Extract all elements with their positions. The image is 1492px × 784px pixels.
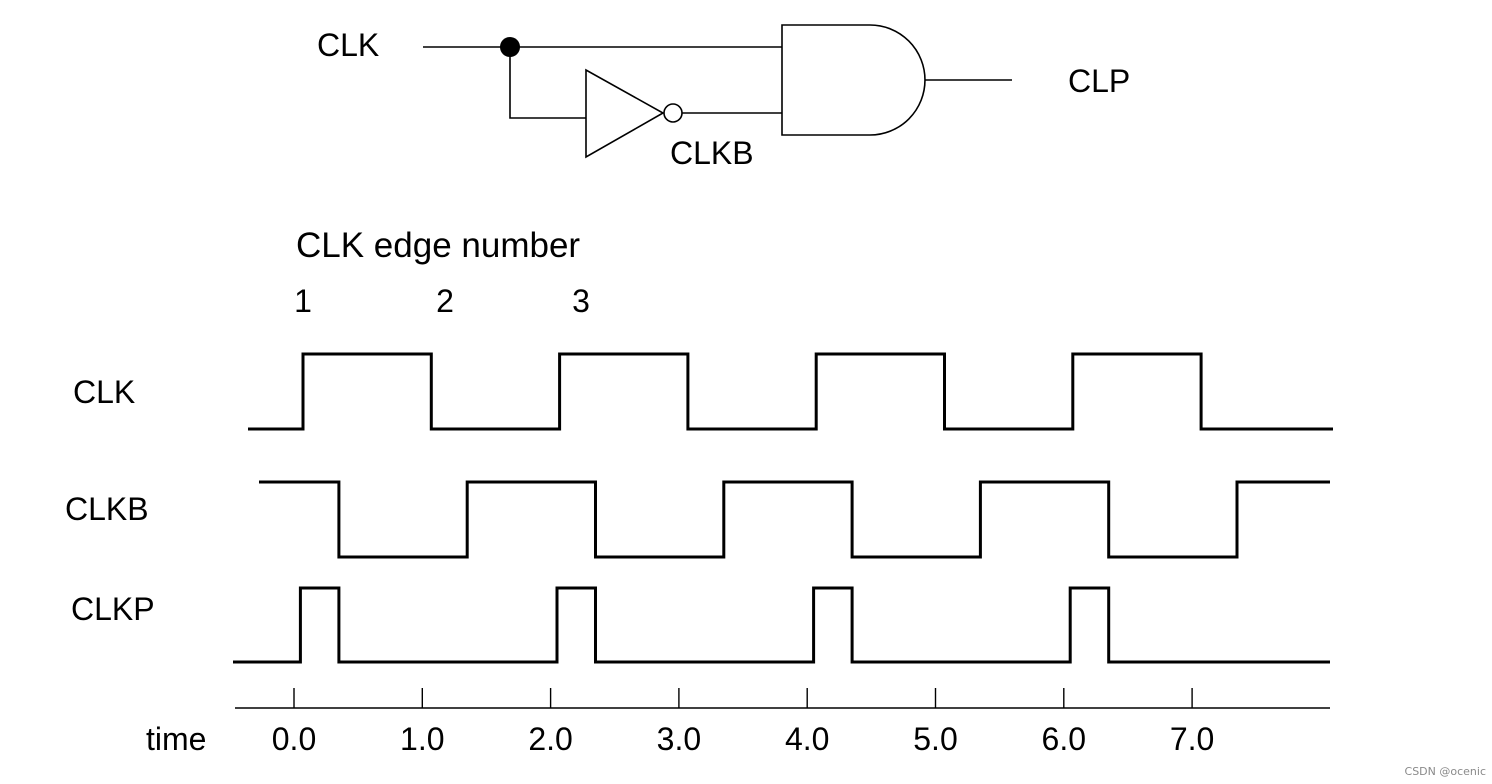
clkp-waveform [233,586,1330,664]
clkp-wave-label: CLKP [71,591,155,627]
edge-header: CLK edge number 1 2 3 [294,226,590,319]
clkb-wave-label: CLKB [65,491,149,527]
edge-number-2: 2 [436,283,454,319]
inverter-bubble [663,103,683,123]
inverter-gate [585,68,665,159]
time-tick-label: 7.0 [1170,721,1214,757]
clk-input-label: CLK [317,27,379,63]
time-tick-label: 6.0 [1042,721,1086,757]
clk-waveform [248,352,1333,431]
edge-number-title: CLK edge number [296,226,580,265]
output-label: CLP [1068,63,1130,99]
inverter-input-wire [509,47,586,119]
time-tick-label: 1.0 [400,721,444,757]
watermark: CSDN @ocenic [1405,765,1486,778]
time-axis: time 0.0 1.0 2.0 3.0 4.0 5.0 6.0 7.0 [146,688,1330,757]
edge-number-1: 1 [294,283,312,319]
time-tick-label: 2.0 [528,721,572,757]
time-tick-label: 3.0 [657,721,701,757]
time-tick-label: 5.0 [913,721,957,757]
waveforms: CLK CLKB CLKP [65,352,1333,664]
edge-number-3: 3 [572,283,590,319]
clk-wave-label: CLK [73,374,135,410]
time-axis-label: time [146,721,206,757]
clkb-circuit-label: CLKB [670,135,754,171]
circuit: CLK CLKB CLP [317,24,1130,171]
and-gate [781,24,926,136]
clkb-waveform [259,480,1330,559]
time-tick-label: 4.0 [785,721,829,757]
time-tick-label: 0.0 [272,721,316,757]
